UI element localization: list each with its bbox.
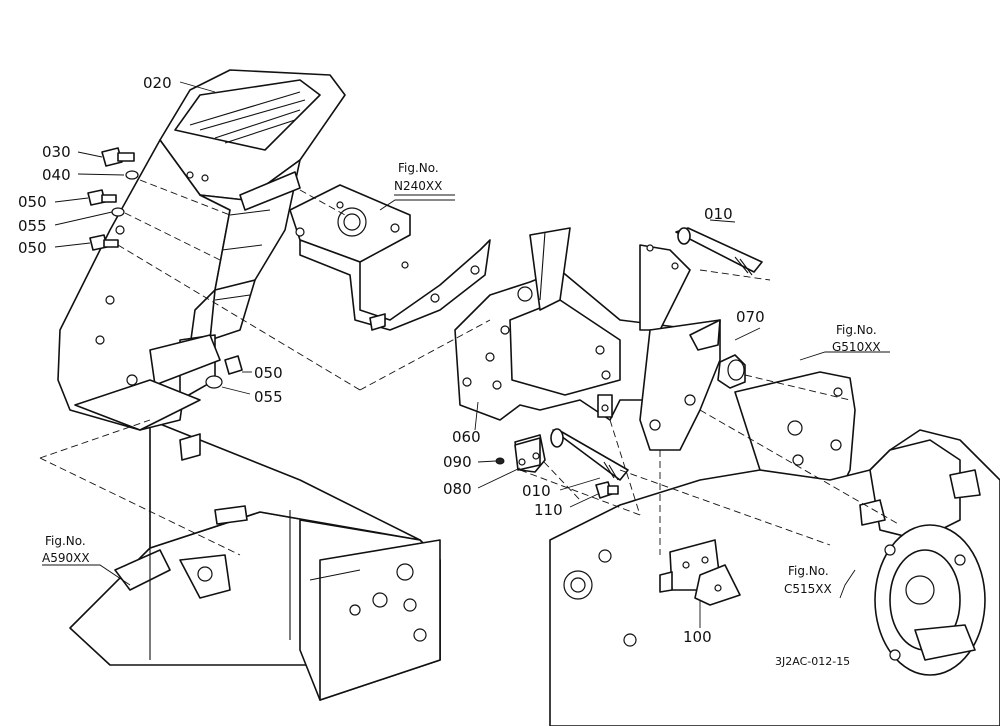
- screw-090: [495, 457, 505, 465]
- lower-frame-assembly: [69, 419, 441, 701]
- callout-060: 060: [452, 428, 481, 446]
- bolt-010-lower: [550, 428, 629, 481]
- bolt-110: [595, 481, 619, 499]
- callout-110: 110: [534, 501, 563, 519]
- callout-055-upper: 055: [18, 217, 47, 235]
- column-mount-bracket: [289, 184, 491, 331]
- fig-ref-c515-code: C515XX: [784, 582, 832, 596]
- callout-050-upper: 050: [18, 193, 47, 211]
- callout-050-lower: 050: [254, 364, 283, 382]
- plate-080: [514, 434, 546, 473]
- callout-090: 090: [443, 453, 472, 471]
- callout-020: 020: [143, 74, 172, 92]
- callout-100: 100: [683, 628, 712, 646]
- fig-ref-n240-label: Fig.No.: [398, 161, 439, 175]
- pedal-column-cover: [57, 69, 346, 431]
- callout-070: 070: [736, 308, 765, 326]
- callout-010-lower: 010: [522, 482, 551, 500]
- figure-references: Fig.No. N240XX Fig.No. G510XX Fig.No. A5…: [42, 161, 881, 596]
- callout-080: 080: [443, 480, 472, 498]
- alignment-lines: [39, 179, 901, 640]
- collar-070: [717, 354, 746, 389]
- transmission-housing: [549, 429, 1000, 726]
- column-hardware: [87, 147, 243, 389]
- bracket-100: [659, 539, 741, 606]
- fig-ref-g510-code: G510XX: [832, 340, 881, 354]
- part-callouts: 020 030 040 050 055 050 050 055 060 010 …: [18, 74, 765, 646]
- fig-ref-n240-code: N240XX: [394, 179, 442, 193]
- callout-055-lower: 055: [254, 388, 283, 406]
- fig-ref-g510-label: Fig.No.: [836, 323, 877, 337]
- fig-ref-a590-label: Fig.No.: [45, 534, 86, 548]
- pedal-support-bracket: [454, 227, 721, 451]
- drawing-code: 3J2AC-012-15: [775, 655, 850, 668]
- fig-ref-a590-code: A590XX: [42, 551, 90, 565]
- bolt-010-upper: [675, 227, 763, 276]
- callout-040: 040: [42, 166, 71, 184]
- leader-lines: [42, 81, 890, 628]
- callout-030: 030: [42, 143, 71, 161]
- callout-050-middle: 050: [18, 239, 47, 257]
- callout-010-upper: 010: [704, 205, 733, 223]
- fig-ref-c515-label: Fig.No.: [788, 564, 829, 578]
